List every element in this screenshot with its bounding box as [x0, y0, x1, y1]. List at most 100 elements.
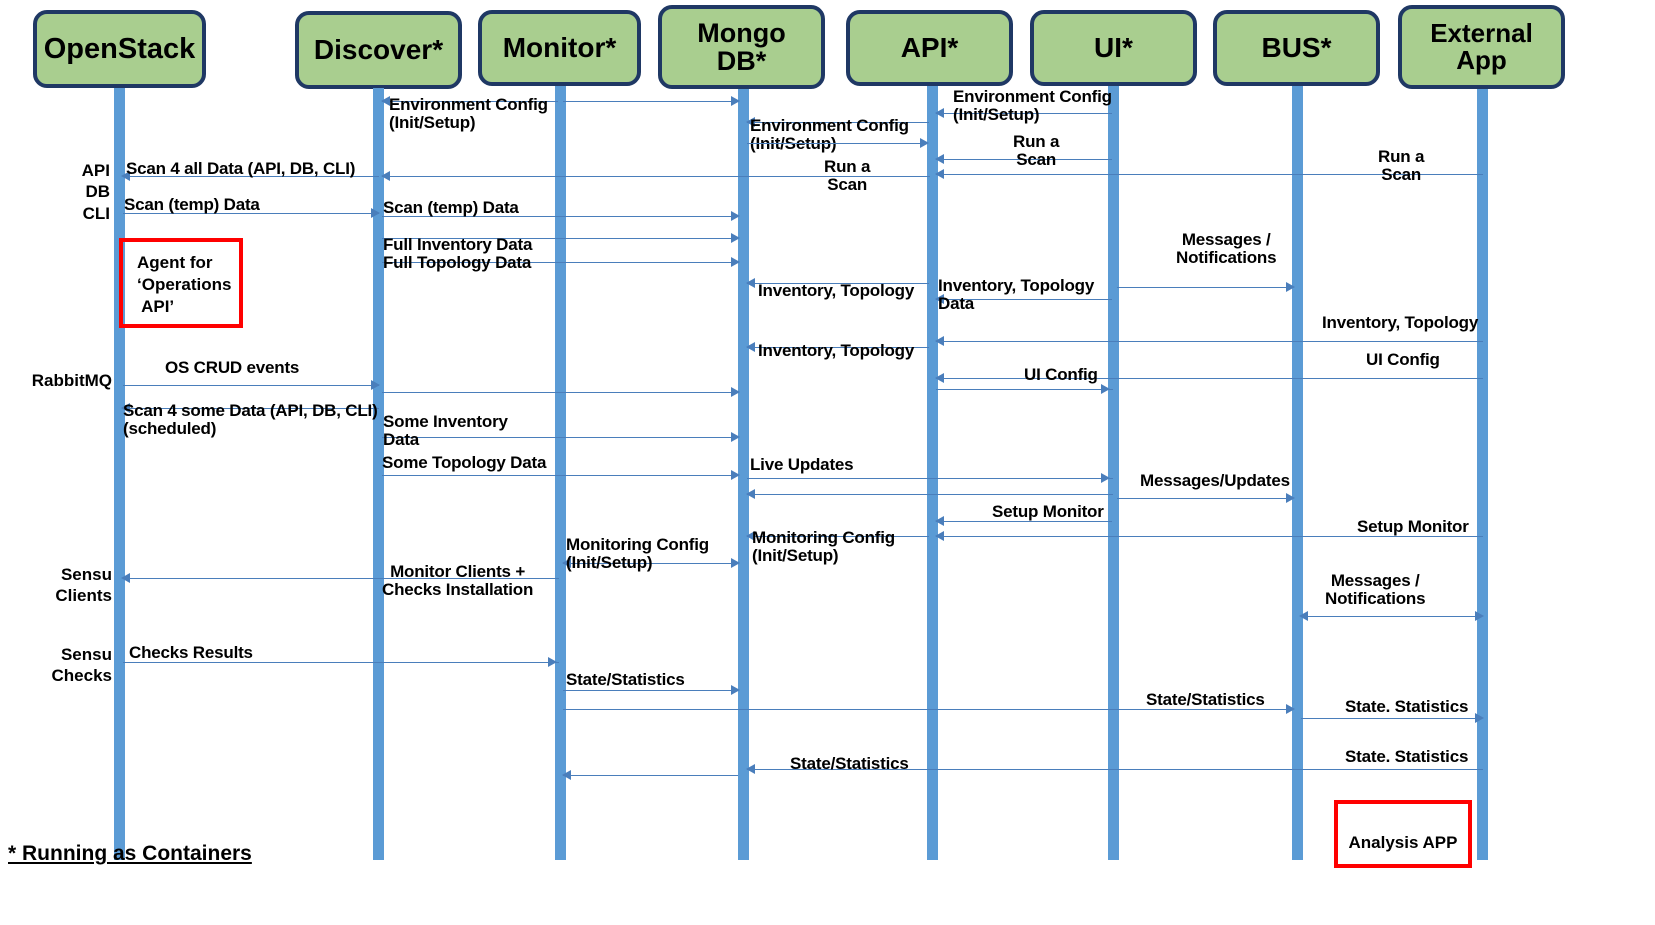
- participant-monitor[interactable]: Monitor*: [478, 10, 641, 86]
- message-label-m38: State. Statistics: [1345, 697, 1469, 716]
- message-label-m10: Scan (temp) Data: [124, 195, 260, 214]
- message-label-m11: Scan (temp) Data: [383, 198, 519, 217]
- arrowhead-m10: [371, 208, 380, 218]
- arrowhead-m31: [746, 531, 755, 541]
- message-label-m08: Run a Scan: [824, 157, 871, 195]
- side-label-sensu-checks: Sensu Checks: [51, 645, 112, 686]
- side-label-api-db-cli: API DB CLI: [81, 161, 110, 223]
- message-label-m15: Inventory, Topology Data: [938, 276, 1095, 314]
- message-label-m17: Inventory, Topology: [1322, 313, 1479, 332]
- arrowhead-m27: [1286, 493, 1295, 503]
- lifeline-ui: [1108, 86, 1119, 860]
- arrowhead-m39: [746, 764, 755, 774]
- arrowhead-m05: [920, 138, 929, 148]
- message-label-m09: Scan 4 all Data (API, DB, CLI): [126, 159, 356, 178]
- side-label-rabbitmq: RabbitMQ: [31, 371, 112, 390]
- arrowhead-m29: [935, 516, 944, 526]
- message-line-m02: [563, 101, 738, 102]
- message-line-m27: [1117, 498, 1293, 499]
- callout-analysis-app-label: Analysis APP: [1348, 832, 1458, 852]
- participant-externalapp[interactable]: External App: [1398, 5, 1565, 89]
- message-label-m03: Environment Config (Init/Setup): [953, 87, 1112, 125]
- arrowhead-m23: [121, 403, 130, 413]
- arrowhead-m30: [935, 531, 944, 541]
- message-line-m18: [747, 347, 929, 348]
- message-line-m16: [747, 283, 929, 284]
- message-label-m07: Run a Scan: [1378, 147, 1425, 185]
- arrowhead-m12: [731, 233, 740, 243]
- participant-label-ui: UI*: [1094, 32, 1133, 64]
- message-label-m25: Some Topology Data: [382, 453, 547, 472]
- message-label-m01: Environment Config (Init/Setup): [389, 95, 548, 133]
- arrowhead-m11: [731, 211, 740, 221]
- message-label-m19: UI Config: [1366, 350, 1440, 369]
- message-label-m18: Inventory, Topology: [758, 341, 915, 360]
- message-label-m20: UI Config: [1024, 365, 1098, 384]
- message-label-m24: Some Inventory Data: [383, 412, 508, 450]
- message-line-m37: [563, 709, 1293, 710]
- arrowhead-m07: [935, 169, 944, 179]
- lifeline-mongodb: [738, 89, 749, 860]
- arrowhead-m06: [935, 154, 944, 164]
- message-line-m33: [123, 578, 559, 579]
- message-line-m24: [382, 437, 738, 438]
- message-label-m31: Monitoring Config (Init/Setup): [752, 528, 895, 566]
- message-line-m10: [123, 213, 379, 214]
- arrowhead-m40: [562, 770, 571, 780]
- message-line-m40: [563, 775, 738, 776]
- message-line-m28: [747, 494, 1113, 495]
- message-line-m32: [563, 563, 738, 564]
- message-label-m34: Messages / Notifications: [1325, 571, 1426, 609]
- participant-label-monitor: Monitor*: [502, 32, 617, 64]
- arrowhead-m08: [381, 171, 390, 181]
- arrowhead-m01: [381, 96, 390, 106]
- participant-api[interactable]: API*: [846, 10, 1013, 86]
- participant-label-mongodb: Mongo DB*: [697, 17, 786, 76]
- message-label-m40: State/Statistics: [790, 754, 909, 773]
- footnote-running-as-containers: * Running as Containers: [8, 842, 252, 865]
- message-label-m39: State. Statistics: [1345, 747, 1469, 766]
- arrowhead-m03: [935, 108, 944, 118]
- arrowhead-m24: [731, 432, 740, 442]
- message-line-m14: [1117, 287, 1293, 288]
- message-line-m06: [936, 159, 1112, 160]
- participant-ui[interactable]: UI*: [1030, 10, 1197, 86]
- message-line-m11: [382, 216, 738, 217]
- message-line-m20: [936, 389, 1113, 390]
- arrowhead-m34a: [1299, 611, 1308, 621]
- lifeline-discover: [373, 88, 384, 860]
- participant-bus[interactable]: BUS*: [1213, 10, 1380, 86]
- callout-analysis-app: Analysis APP: [1334, 800, 1472, 868]
- message-label-m32: Monitoring Config (Init/Setup): [566, 535, 709, 573]
- arrowhead-m15: [935, 294, 944, 304]
- participant-mongodb[interactable]: Mongo DB*: [658, 5, 825, 89]
- message-line-m03: [936, 113, 1112, 114]
- arrowhead-m22: [731, 387, 740, 397]
- arrowhead-m02: [731, 96, 740, 106]
- arrowhead-m32: [562, 558, 571, 568]
- message-label-m16: Inventory, Topology: [758, 281, 915, 300]
- message-line-m34: [1301, 616, 1482, 617]
- message-label-m06: Run a Scan: [1013, 132, 1060, 170]
- lifeline-monitor: [555, 86, 566, 860]
- message-label-m37: State/Statistics: [1146, 690, 1265, 709]
- arrowhead-m34b: [1475, 611, 1484, 621]
- message-line-m21: [123, 385, 379, 386]
- message-line-m29: [936, 521, 1112, 522]
- arrowhead-m04: [746, 117, 755, 127]
- message-line-m12: [382, 238, 738, 239]
- lifeline-externalapp: [1477, 89, 1488, 860]
- participant-openstack[interactable]: OpenStack: [33, 10, 206, 88]
- message-line-m13: [382, 262, 738, 263]
- message-line-m01: [382, 101, 558, 102]
- arrowhead-m20: [1101, 384, 1110, 394]
- arrowhead-m33: [121, 573, 130, 583]
- arrowhead-m16: [746, 278, 755, 288]
- arrowhead-m36: [731, 685, 740, 695]
- message-line-m30: [936, 536, 1483, 537]
- participant-discover[interactable]: Discover*: [295, 11, 462, 89]
- message-label-m23: Scan 4 some Data (API, DB, CLI) (schedul…: [123, 401, 378, 439]
- message-label-m12: Full Inventory Data: [383, 235, 533, 254]
- participant-label-externalapp: External App: [1430, 17, 1533, 75]
